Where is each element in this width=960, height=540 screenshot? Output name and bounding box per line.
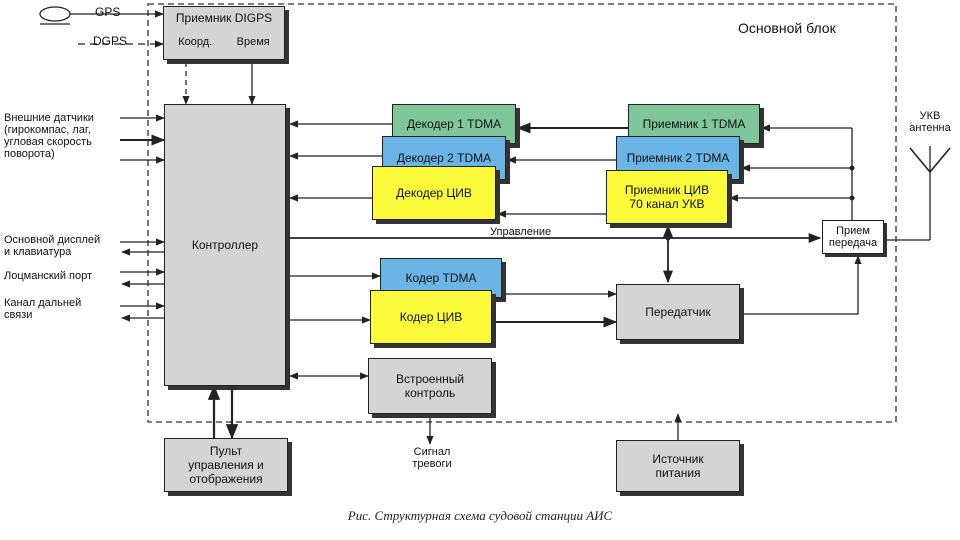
receiver2-label: Приемник 2 TDMA (626, 151, 730, 165)
main-display-label: Основной дисплей и клавиатура (4, 234, 101, 258)
decoder-civ-box: Декодер ЦИВ (372, 166, 496, 220)
transmitter-to-rxtx (742, 255, 862, 315)
main-block-title: Основной блок (738, 20, 836, 36)
junction-dot (665, 235, 671, 241)
decoder-civ-label: Декодер ЦИВ (396, 186, 472, 200)
decoder1-label: Декодер 1 TDMA (406, 117, 502, 131)
gps-antenna-icon (39, 6, 71, 22)
controller-label: Контроллер (191, 238, 259, 252)
rx-tx-label: Прием передача (828, 225, 878, 249)
antenna-icon (909, 147, 951, 174)
gps-time-label: Время (236, 36, 270, 48)
alarm-label: Сигнал тревоги (412, 446, 452, 470)
junction-dot (849, 195, 855, 201)
power-source-box: Источник питания (616, 440, 740, 492)
long-range-label: Канал дальней связи (4, 297, 82, 321)
receiver1-label: Приемник 1 TDMA (642, 117, 746, 131)
receiver-civ-box: Приемник ЦИВ 70 канал УКВ (606, 170, 728, 224)
rx-tx-box: Прием передача (822, 220, 884, 254)
control-panel-label: Пульт управления и отображения (188, 444, 264, 486)
gps-receiver-box: Приемник DIGPS Коорд. Время (163, 6, 285, 60)
external-sensors-label: Внешние датчики (гирокомпас, лаг, углова… (4, 112, 94, 160)
gps-label: GPS (95, 5, 121, 19)
coder-civ-label: Кодер ЦИВ (399, 310, 463, 324)
builtin-control-box: Встроенный контроль (368, 358, 492, 414)
controller-box: Контроллер (164, 104, 286, 386)
control-label: Управление (490, 226, 552, 238)
control-panel-box: Пульт управления и отображения (164, 438, 288, 492)
decoder2-label: Декодер 2 TDMA (396, 151, 492, 165)
antenna-label: УКВ антенна (909, 110, 951, 134)
coder-civ-box: Кодер ЦИВ (370, 290, 492, 344)
junction-dot (849, 165, 855, 171)
builtin-control-label: Встроенный контроль (395, 372, 465, 400)
figure-caption: Рис. Структурная схема судовой станции А… (347, 508, 613, 523)
main-block-frame (147, 3, 897, 423)
dgps-label: DGPS (93, 34, 128, 48)
pilot-port-label: Лоцманский порт (4, 270, 93, 282)
transmitter-label: Передатчик (645, 305, 711, 319)
power-source-label: Источник питания (652, 452, 704, 480)
receiver-civ-label: Приемник ЦИВ 70 канал УКВ (624, 183, 710, 211)
gps-receiver-label: Приемник DIGPS (175, 11, 273, 25)
coder-tdma-label: Кодер TDMA (405, 271, 477, 285)
transmitter-box: Передатчик (616, 284, 740, 340)
gps-coord-label: Коорд. (178, 36, 213, 48)
